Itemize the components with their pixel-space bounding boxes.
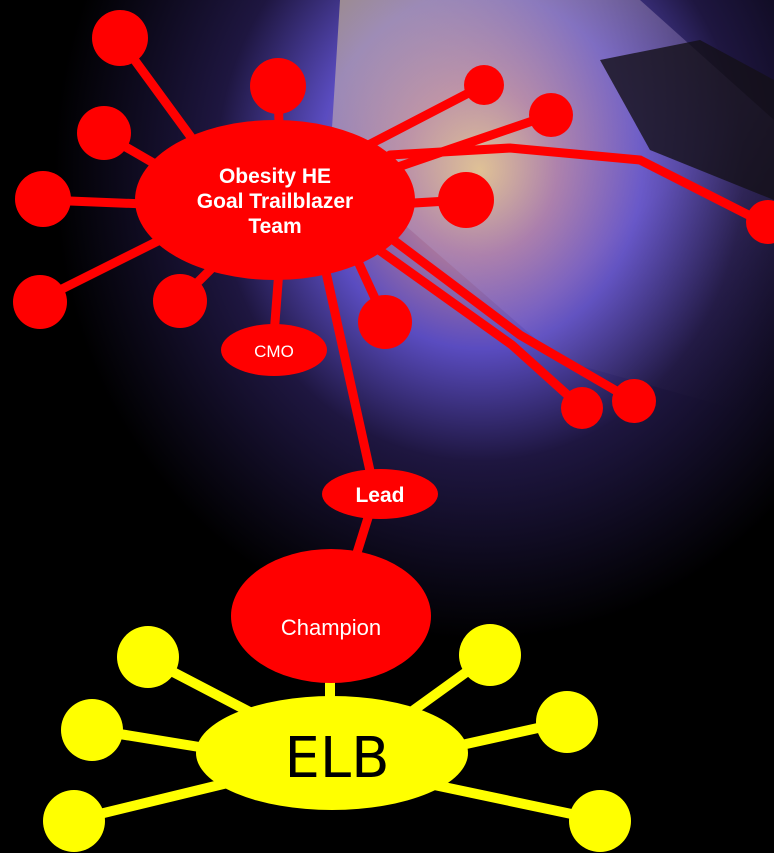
red-node	[92, 10, 148, 66]
lead-node-label: Lead	[355, 484, 404, 507]
elb-node: ELB	[196, 696, 468, 810]
red-node	[15, 171, 71, 227]
yellow-node	[43, 790, 105, 852]
red-node	[153, 274, 207, 328]
yellow-node	[459, 624, 521, 686]
red-node	[529, 93, 573, 137]
team-node-line1: Obesity HE	[219, 165, 331, 188]
red-node	[358, 295, 412, 349]
yellow-node	[61, 699, 123, 761]
red-node	[77, 106, 131, 160]
champion-node: Champion	[231, 549, 431, 683]
elb-node-label: ELB	[285, 726, 390, 791]
red-node	[561, 387, 603, 429]
champion-node-label: Champion	[281, 615, 381, 640]
red-node	[13, 275, 67, 329]
red-node	[612, 379, 656, 423]
yellow-node	[117, 626, 179, 688]
team-node: Obesity HE Goal Trailblazer Team	[135, 120, 415, 280]
lead-node: Lead	[322, 469, 438, 519]
team-node-line3: Team	[248, 215, 301, 238]
red-node	[464, 65, 504, 105]
cmo-node: CMO	[221, 324, 327, 376]
yellow-node	[536, 691, 598, 753]
yellow-node	[569, 790, 631, 852]
red-node	[438, 172, 494, 228]
red-node	[250, 58, 306, 114]
cmo-node-label: CMO	[254, 342, 294, 361]
team-node-line2: Goal Trailblazer	[197, 190, 353, 213]
